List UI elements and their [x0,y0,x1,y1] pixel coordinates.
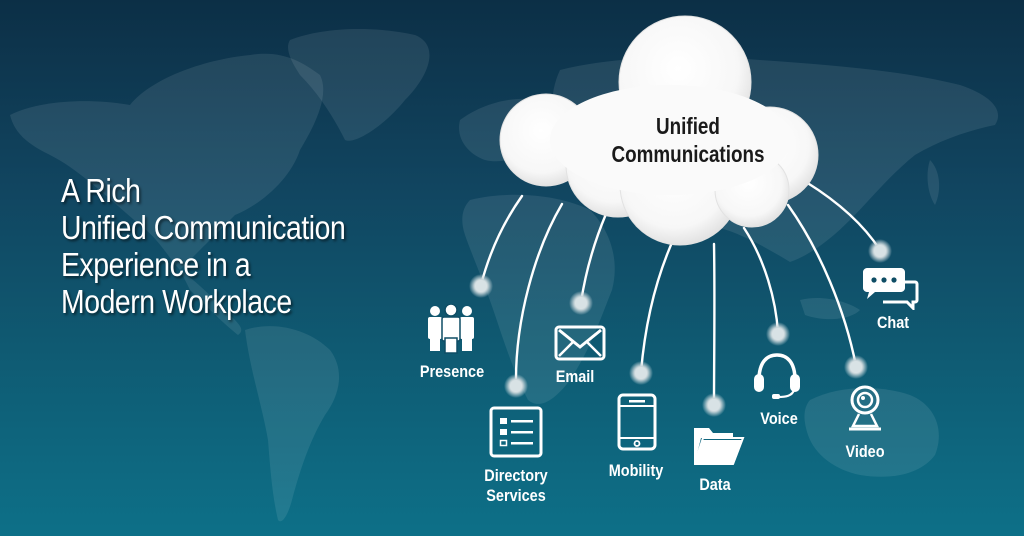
dot-data [702,393,726,417]
headline-line-2: Unified Communication [61,209,346,246]
cloud-title: Unified Communications [593,112,783,168]
envelope-icon [554,325,606,361]
dot-video [844,355,868,379]
label-directory-services: Directory Services [484,466,547,506]
dot-email [569,291,593,315]
label-presence: Presence [419,362,485,381]
cloud [499,15,819,246]
label-video: Video [845,442,885,461]
label-mobility: Mobility [608,461,664,480]
headline-line-1: A Rich [61,172,141,209]
label-data: Data [699,475,731,494]
label-voice: Voice [760,409,798,428]
label-chat: Chat [876,313,910,332]
people-group-icon [428,304,474,354]
chat-bubbles-icon [863,268,919,310]
connector-video [786,203,858,368]
smartphone-icon [617,393,657,451]
dot-directory [504,374,528,398]
cloud-title-line-2: Communications [611,141,765,167]
connector-directory [514,202,564,387]
list-icon [489,406,543,458]
label-email: Email [555,367,595,386]
connector-dots [469,239,892,417]
folder-icon [694,428,745,465]
connector-mobility [639,236,676,374]
headline-line-3: Experience in a [61,246,251,283]
headline-line-4: Modern Workplace [61,283,292,320]
dot-presence [469,274,493,298]
dot-chat [868,239,892,263]
dot-voice [766,322,790,346]
label-directory-line-2: Services [486,486,546,505]
cloud-title-line-1: Unified [656,113,720,139]
webcam-icon [849,385,881,431]
dot-mobility [629,361,653,385]
label-directory-line-1: Directory [484,466,548,485]
headline: A Rich Unified Communication Experience … [61,172,346,320]
headset-icon [754,353,800,399]
